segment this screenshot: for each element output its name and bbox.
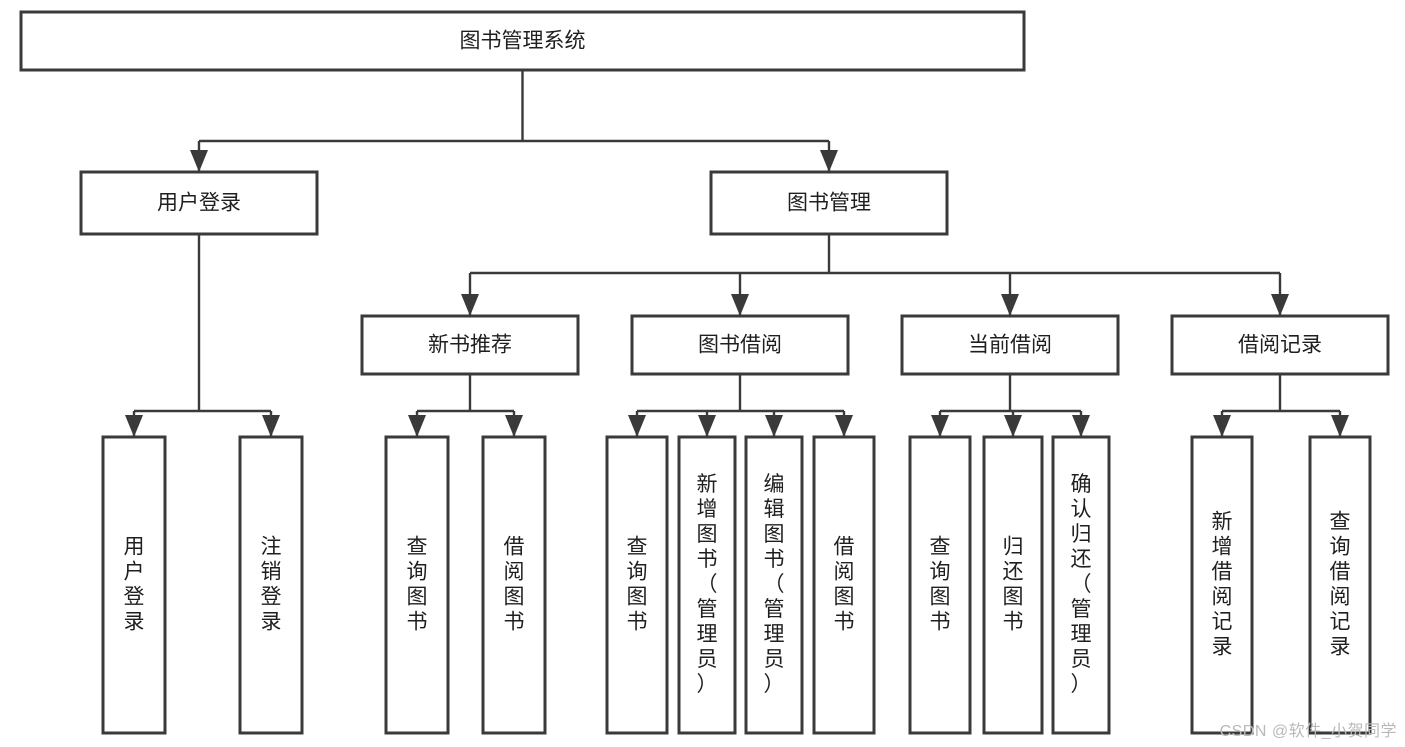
node-book-management-label: 图书管理 bbox=[787, 192, 871, 215]
node-leaf-add-borrow-record-box[interactable] bbox=[1190, 435, 1254, 735]
arrowhead-new-book-recommend bbox=[461, 294, 479, 316]
node-leaf-edit-book-admin-label: 编辑图书（管理员） bbox=[764, 473, 785, 696]
node-leaf-logout-login-box[interactable] bbox=[238, 435, 304, 735]
node-book-management-box[interactable] bbox=[709, 170, 949, 236]
node-new-book-recommend-box[interactable] bbox=[360, 314, 580, 376]
node-leaf-query-book-recommend-box[interactable] bbox=[384, 435, 450, 735]
node-leaf-query-borrow-record-box[interactable] bbox=[1308, 435, 1372, 735]
node-leaf-user-login-label: 用户登录 bbox=[124, 535, 145, 633]
node-book-borrow[interactable]: 图书借阅 bbox=[630, 314, 850, 376]
node-book-borrow-box[interactable] bbox=[630, 314, 850, 376]
node-leaf-query-book-borrow-label: 查询图书 bbox=[627, 535, 648, 633]
arrowhead-current-borrow bbox=[1001, 294, 1019, 316]
node-user-login[interactable]: 用户登录 bbox=[79, 170, 319, 236]
node-leaf-query-book-recommend-label: 查询图书 bbox=[407, 535, 428, 633]
arrowhead-borrow-records bbox=[1271, 294, 1289, 316]
arrowhead-user-login bbox=[190, 150, 208, 172]
node-leaf-return-book-box[interactable] bbox=[982, 435, 1044, 735]
node-leaf-add-borrow-record-label: 新增借阅记录 bbox=[1212, 510, 1233, 658]
connector-layer bbox=[125, 70, 1349, 437]
arrowhead-leaf-borrow-book-recommend bbox=[505, 415, 523, 437]
node-leaf-return-book-label: 归还图书 bbox=[1003, 535, 1024, 633]
node-leaf-query-book-borrow-box[interactable] bbox=[605, 435, 669, 735]
arrowhead-book-management bbox=[820, 150, 838, 172]
node-layer: 图书管理系统用户登录图书管理新书推荐图书借阅当前借阅借阅记录用户登录注销登录查询… bbox=[19, 10, 1390, 735]
arrowhead-leaf-query-book-current bbox=[931, 415, 949, 437]
node-root[interactable]: 图书管理系统 bbox=[19, 10, 1026, 72]
arrowhead-leaf-add-borrow-record bbox=[1213, 415, 1231, 437]
node-borrow-records-box[interactable] bbox=[1170, 314, 1390, 376]
node-user-login-label: 用户登录 bbox=[157, 192, 241, 215]
node-leaf-query-borrow-record-label: 查询借阅记录 bbox=[1330, 510, 1351, 658]
node-current-borrow[interactable]: 当前借阅 bbox=[900, 314, 1120, 376]
node-leaf-add-borrow-record[interactable]: 新增借阅记录 bbox=[1190, 435, 1254, 735]
node-leaf-borrow-book-label: 借阅图书 bbox=[834, 535, 855, 633]
node-book-borrow-label: 图书借阅 bbox=[698, 334, 782, 357]
node-leaf-edit-book-admin-box[interactable] bbox=[744, 435, 804, 735]
node-borrow-records-label: 借阅记录 bbox=[1238, 334, 1322, 357]
arrowhead-leaf-edit-book-admin bbox=[765, 415, 783, 437]
node-leaf-query-borrow-record[interactable]: 查询借阅记录 bbox=[1308, 435, 1372, 735]
node-leaf-query-book-current-label: 查询图书 bbox=[930, 535, 951, 633]
node-leaf-borrow-book-recommend-label: 借阅图书 bbox=[504, 535, 525, 633]
arrowhead-leaf-add-book-admin bbox=[698, 415, 716, 437]
arrowhead-leaf-query-book-borrow bbox=[628, 415, 646, 437]
node-leaf-add-book-admin-box[interactable] bbox=[677, 435, 737, 735]
node-leaf-query-book-borrow[interactable]: 查询图书 bbox=[605, 435, 669, 735]
node-leaf-logout-login-label: 注销登录 bbox=[261, 535, 282, 633]
arrowhead-leaf-confirm-return-admin bbox=[1072, 415, 1090, 437]
node-leaf-add-book-admin[interactable]: 新增图书（管理员） bbox=[677, 435, 737, 735]
arrowhead-leaf-return-book bbox=[1004, 415, 1022, 437]
node-leaf-add-book-admin-label: 新增图书（管理员） bbox=[697, 473, 718, 696]
arrowhead-book-borrow bbox=[731, 294, 749, 316]
node-new-book-recommend-label: 新书推荐 bbox=[428, 334, 512, 357]
node-leaf-query-book-current[interactable]: 查询图书 bbox=[908, 435, 972, 735]
node-new-book-recommend[interactable]: 新书推荐 bbox=[360, 314, 580, 376]
node-user-login-box[interactable] bbox=[79, 170, 319, 236]
node-leaf-edit-book-admin[interactable]: 编辑图书（管理员） bbox=[744, 435, 804, 735]
node-leaf-confirm-return-admin[interactable]: 确认归还（管理员） bbox=[1051, 435, 1111, 735]
node-leaf-borrow-book-box[interactable] bbox=[812, 435, 876, 735]
node-leaf-borrow-book[interactable]: 借阅图书 bbox=[812, 435, 876, 735]
node-leaf-borrow-book-recommend-box[interactable] bbox=[481, 435, 547, 735]
node-leaf-logout-login[interactable]: 注销登录 bbox=[238, 435, 304, 735]
node-root-box[interactable] bbox=[19, 10, 1026, 72]
arrowhead-leaf-query-borrow-record bbox=[1331, 415, 1349, 437]
node-root-label: 图书管理系统 bbox=[460, 30, 586, 53]
node-current-borrow-label: 当前借阅 bbox=[968, 334, 1052, 357]
node-leaf-return-book[interactable]: 归还图书 bbox=[982, 435, 1044, 735]
node-leaf-query-book-recommend[interactable]: 查询图书 bbox=[384, 435, 450, 735]
arrowhead-leaf-logout-login bbox=[262, 415, 280, 437]
node-leaf-user-login[interactable]: 用户登录 bbox=[101, 435, 167, 735]
node-leaf-user-login-box[interactable] bbox=[101, 435, 167, 735]
node-leaf-confirm-return-admin-box[interactable] bbox=[1051, 435, 1111, 735]
arrowhead-leaf-borrow-book bbox=[835, 415, 853, 437]
node-book-management[interactable]: 图书管理 bbox=[709, 170, 949, 236]
node-borrow-records[interactable]: 借阅记录 bbox=[1170, 314, 1390, 376]
node-current-borrow-box[interactable] bbox=[900, 314, 1120, 376]
arrowhead-leaf-query-book-recommend bbox=[408, 415, 426, 437]
node-leaf-confirm-return-admin-label: 确认归还（管理员） bbox=[1071, 473, 1092, 696]
node-leaf-borrow-book-recommend[interactable]: 借阅图书 bbox=[481, 435, 547, 735]
arrowhead-leaf-user-login bbox=[125, 415, 143, 437]
node-leaf-query-book-current-box[interactable] bbox=[908, 435, 972, 735]
watermark-text: CSDN @软件_小贺同学 bbox=[1219, 723, 1397, 740]
